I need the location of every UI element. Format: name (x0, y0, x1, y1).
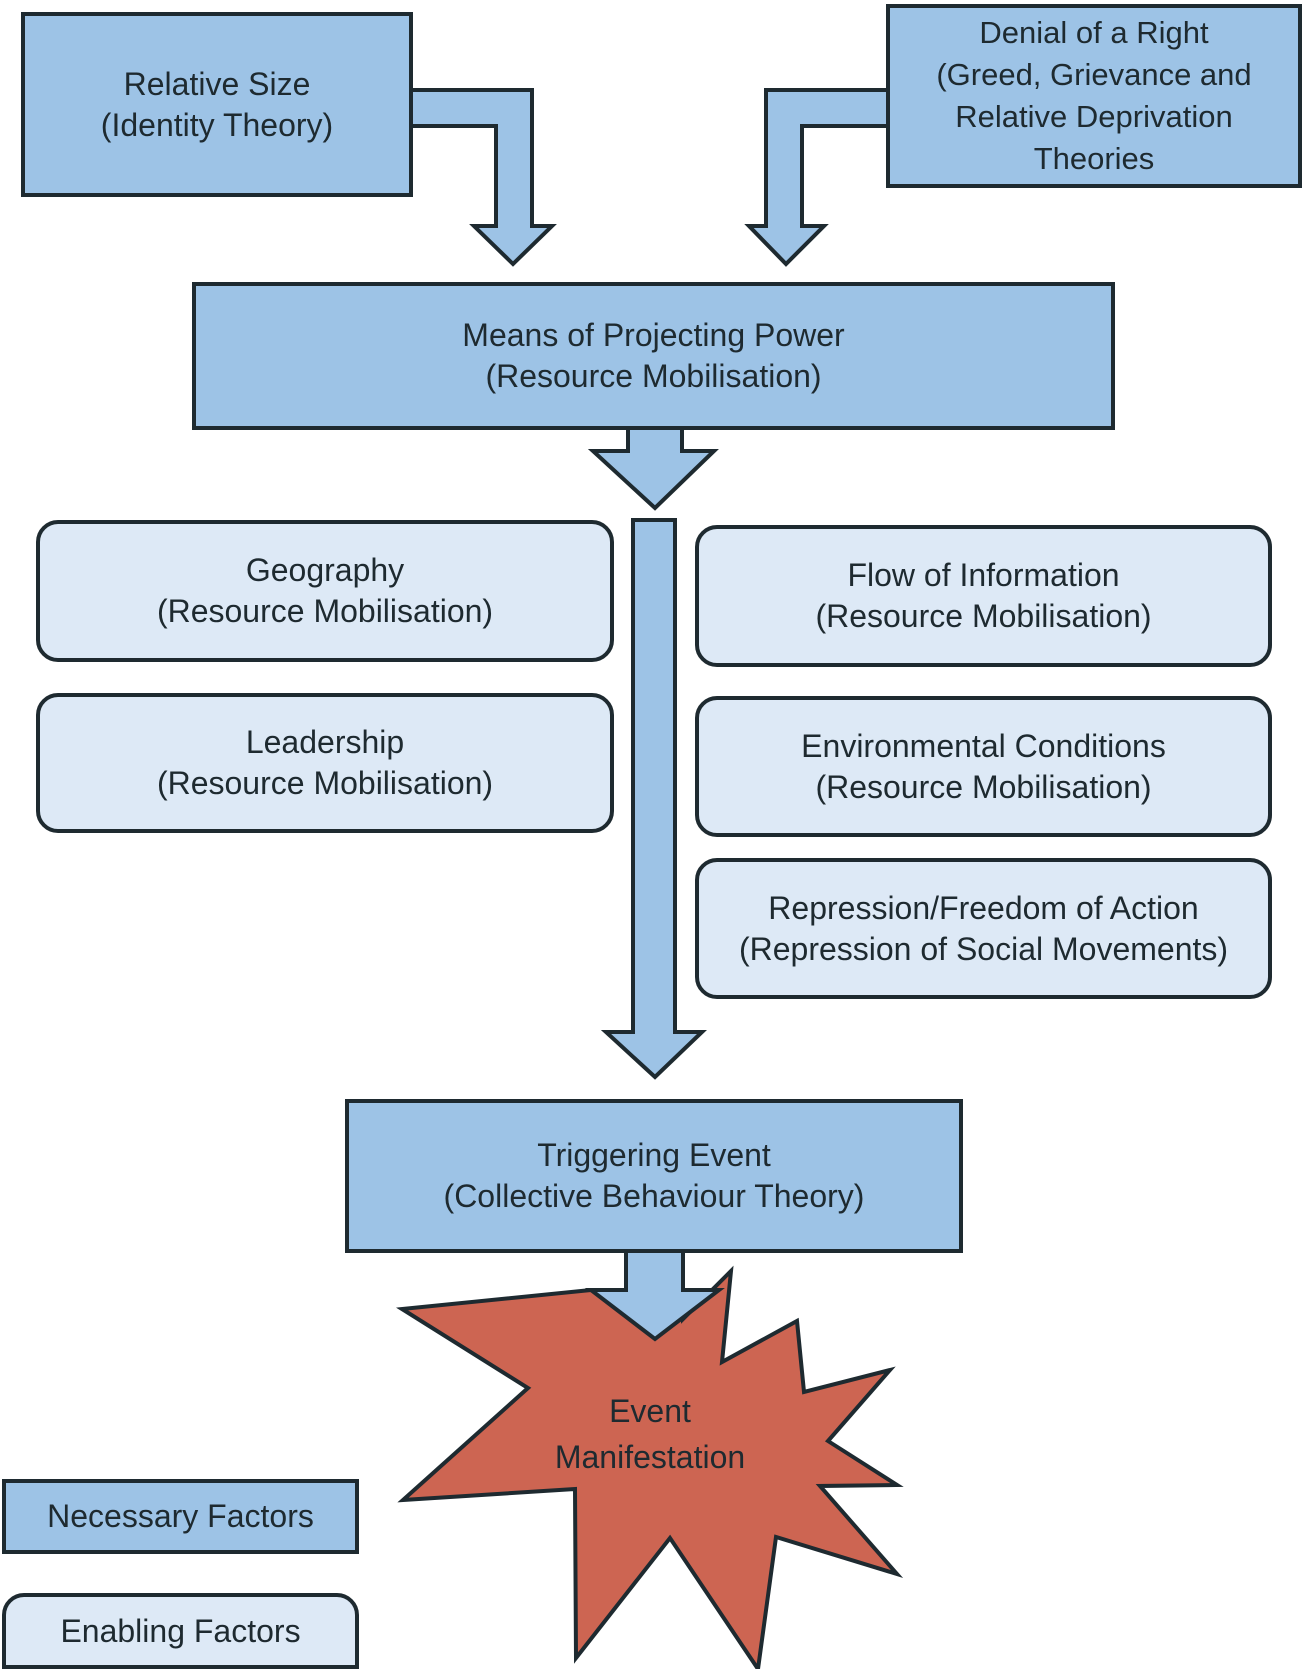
triggering-title: Triggering Event (537, 1137, 771, 1173)
flow-theory: (Resource Mobilisation) (815, 598, 1152, 634)
repression-title: Repression/Freedom of Action (768, 889, 1199, 926)
environmental-title: Environmental Conditions (801, 727, 1166, 764)
denial-theory-line2: Relative Deprivation (955, 99, 1233, 134)
legend-necessary-label: Necessary Factors (47, 1498, 314, 1534)
geography-theory: (Resource Mobilisation) (156, 593, 494, 629)
legend-necessary-factors: Necessary Factors (2, 1479, 359, 1554)
leadership-title: Leadership (245, 724, 405, 760)
means-title: Means of Projecting Power (462, 317, 845, 353)
flow-title: Flow of Information (847, 557, 1120, 593)
legend-enabling-label: Enabling Factors (60, 1612, 301, 1649)
arrow-denial-to-means (744, 88, 890, 267)
environmental-conditions-box: Environmental Conditions (Resource Mobil… (695, 696, 1272, 837)
arrow-relative-size-to-means (408, 88, 557, 267)
means-theory: (Resource Mobilisation) (485, 358, 822, 394)
relative-size-theory: (Identity Theory) (100, 106, 334, 143)
event-manifestation-label: Event Manifestation (500, 1388, 800, 1480)
leadership-box: Leadership (Resource Mobilisation) (36, 693, 614, 833)
leadership-theory: (Resource Mobilisation) (156, 765, 494, 801)
geography-title: Geography (245, 552, 405, 588)
means-of-projecting-power-box: Means of Projecting Power (Resource Mobi… (192, 282, 1115, 430)
event-subtitle: Manifestation (554, 1439, 746, 1475)
geography-box: Geography (Resource Mobilisation) (36, 520, 614, 662)
denial-of-right-box: Denial of a Right (Greed, Grievance and … (886, 4, 1302, 188)
relative-size-box: Relative Size (Identity Theory) (21, 12, 413, 197)
repression-freedom-box: Repression/Freedom of Action (Repression… (695, 858, 1272, 999)
environmental-theory: (Resource Mobilisation) (815, 768, 1152, 805)
denial-theory-line1: (Greed, Grievance and (936, 57, 1252, 92)
relative-size-title: Relative Size (123, 65, 311, 102)
denial-theory-line3: Theories (1033, 141, 1155, 176)
triggering-event-box: Triggering Event (Collective Behaviour T… (345, 1099, 963, 1253)
arrow-enabling-column (600, 518, 707, 1080)
arrow-means-down (587, 426, 719, 511)
triggering-theory: (Collective Behaviour Theory) (443, 1178, 865, 1214)
event-starburst (395, 1265, 904, 1669)
legend-enabling-factors: Enabling Factors (2, 1593, 359, 1669)
event-title: Event (609, 1393, 691, 1429)
denial-title: Denial of a Right (979, 15, 1209, 50)
repression-theory: (Repression of Social Movements) (738, 930, 1229, 967)
flow-of-information-box: Flow of Information (Resource Mobilisati… (695, 525, 1272, 667)
arrow-triggering-to-event (585, 1248, 725, 1342)
